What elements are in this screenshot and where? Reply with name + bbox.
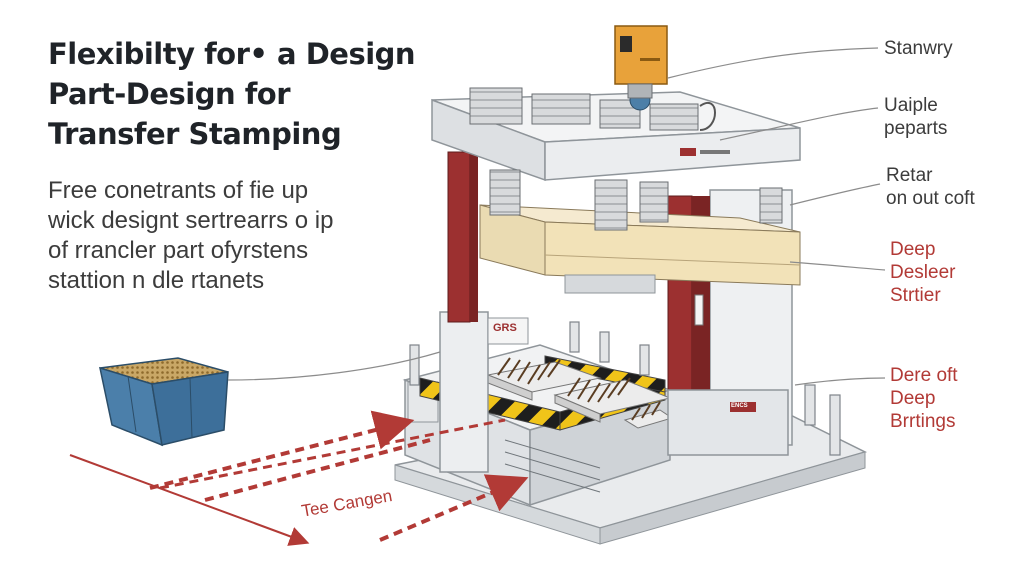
callout-text: Dere oft <box>890 365 958 386</box>
parts-bin <box>99 357 229 447</box>
callout-text: Stanwry <box>884 38 953 59</box>
diagram-title: Flexibilty for• a Design Part-Design for… <box>48 34 428 154</box>
callout-text: Desleer <box>890 262 956 283</box>
callout-text: Retar <box>886 165 933 186</box>
base-plate-tag: ENCS <box>731 403 748 409</box>
control-box <box>614 25 668 99</box>
callout-uaiple: Uaiple peparts <box>884 94 947 140</box>
callout-text: Strtier <box>890 285 941 306</box>
diagram-description: Free conetrants of fie up wick designt s… <box>48 176 408 296</box>
title-line: Transfer Stamping <box>48 117 342 151</box>
callout-text: peparts <box>884 118 948 139</box>
callout-leaders <box>227 47 886 386</box>
title-line: Part-Design for <box>48 77 291 111</box>
callout-deep-desleer: Deep Desleer Strtier <box>890 238 955 307</box>
press-badge: GRS <box>493 322 517 334</box>
transfer-motion-arrows <box>69 410 529 546</box>
description-line: of rrancler part ofyrstens <box>48 237 309 264</box>
callout-retar: Retar on out coft <box>886 164 975 210</box>
callout-text: Brrtings <box>890 411 956 432</box>
callout-text: on out coft <box>886 188 975 209</box>
description-line: Free conetrants of fie up <box>48 177 309 204</box>
callout-text: Uaiple <box>884 95 938 116</box>
callout-dere-oft: Dere oft Deep Brrtings <box>890 364 958 433</box>
callout-stanwry: Stanwry <box>884 37 953 60</box>
left-upright <box>439 151 529 473</box>
guide-posts <box>409 321 841 456</box>
callout-text: Deep <box>890 239 936 260</box>
description-line: wick designt sertrearrs o ip <box>48 207 334 234</box>
title-line: Flexibilty for• a Design <box>48 37 416 71</box>
description-line: stattion n dle rtanets <box>48 267 265 294</box>
callout-text: Deep <box>890 388 936 409</box>
